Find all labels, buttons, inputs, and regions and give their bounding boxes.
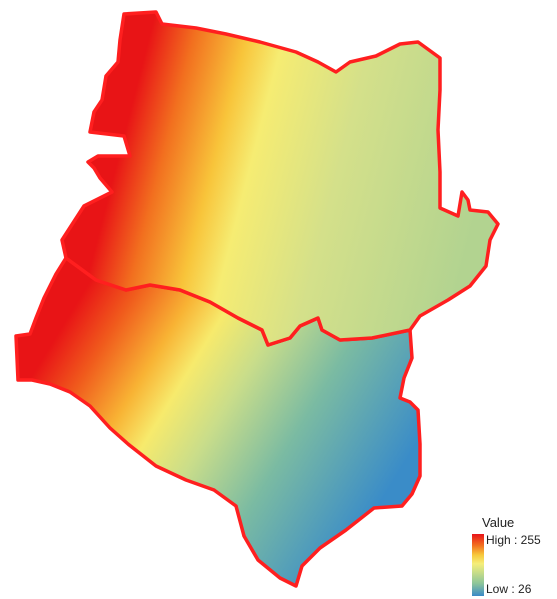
- legend-title: Value: [482, 515, 515, 530]
- legend: Value High : 255 Low : 26: [468, 515, 557, 599]
- legend-color-ramp: [472, 534, 484, 596]
- legend-low-label: Low : 26: [486, 582, 532, 596]
- north-region: [60, 10, 500, 347]
- legend-high-label: High : 255: [486, 533, 541, 547]
